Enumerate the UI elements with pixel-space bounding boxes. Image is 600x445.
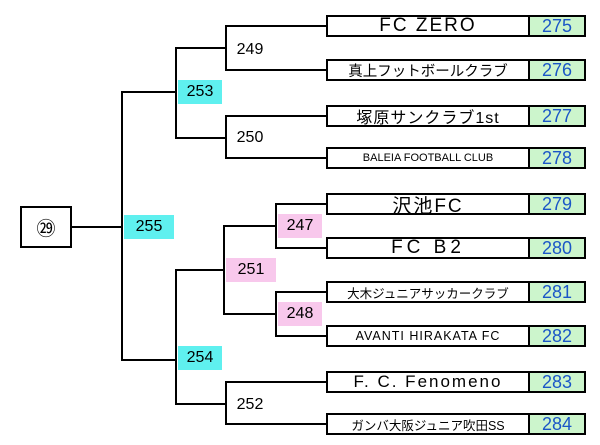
final-match-box: ㉙ xyxy=(20,206,72,248)
match-250-label: 250 xyxy=(230,126,270,150)
team-name-avanti: AVANTI HIRAKATA FC xyxy=(326,325,530,347)
match-252-label: 252 xyxy=(230,393,270,417)
team-number-276: 276 xyxy=(530,59,586,81)
team-number-283: 283 xyxy=(530,371,586,393)
team-name-fc-zero: FC ZERO xyxy=(326,15,530,37)
team-name-fenomeno: F. C. Fenomeno xyxy=(326,371,530,393)
team-number-281: 281 xyxy=(530,281,586,303)
team-number-277: 277 xyxy=(530,105,586,127)
team-name-shinjo: 真上フットボールクラブ xyxy=(326,59,530,81)
team-name-gamba: ガンバ大阪ジュニア吹田SS xyxy=(326,413,530,435)
match-247-label: 247 xyxy=(278,214,322,238)
match-251-label: 251 xyxy=(226,258,276,282)
team-name-fc-b2: FC B2 xyxy=(326,237,530,259)
team-number-278: 278 xyxy=(530,147,586,169)
match-255-label: 255 xyxy=(124,215,174,239)
team-name-tsukahara: 塚原サンクラブ1st xyxy=(326,105,530,127)
match-248-label: 248 xyxy=(278,302,322,326)
match-253-label: 253 xyxy=(178,80,222,104)
match-249-label: 249 xyxy=(230,38,270,62)
team-name-sawaike: 沢池FC xyxy=(326,193,530,215)
team-name-oki: 大木ジュニアサッカークラブ xyxy=(326,281,530,303)
team-number-279: 279 xyxy=(530,193,586,215)
team-number-282: 282 xyxy=(530,325,586,347)
match-254-label: 254 xyxy=(178,346,222,370)
team-number-280: 280 xyxy=(530,237,586,259)
team-name-baleia: BALEIA FOOTBALL CLUB xyxy=(326,147,530,169)
team-number-284: 284 xyxy=(530,413,586,435)
team-number-275: 275 xyxy=(530,15,586,37)
